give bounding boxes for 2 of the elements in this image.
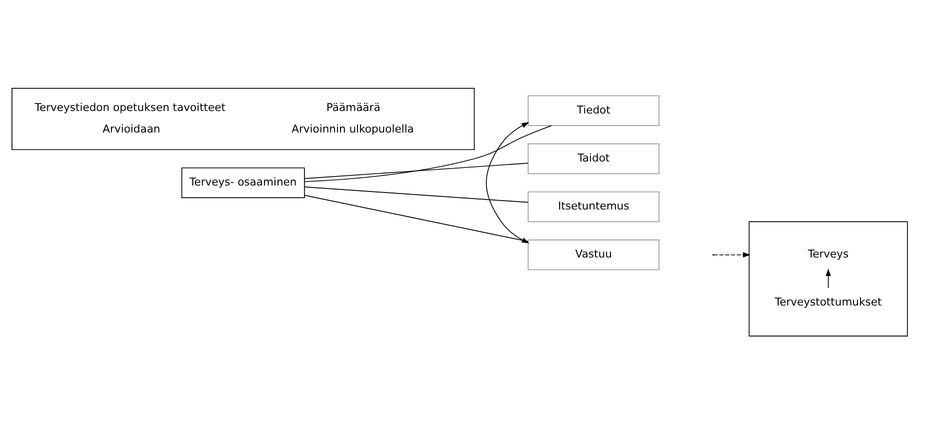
node-text: Terveystottumukset	[774, 296, 882, 309]
node-text: Terveys	[808, 248, 849, 261]
